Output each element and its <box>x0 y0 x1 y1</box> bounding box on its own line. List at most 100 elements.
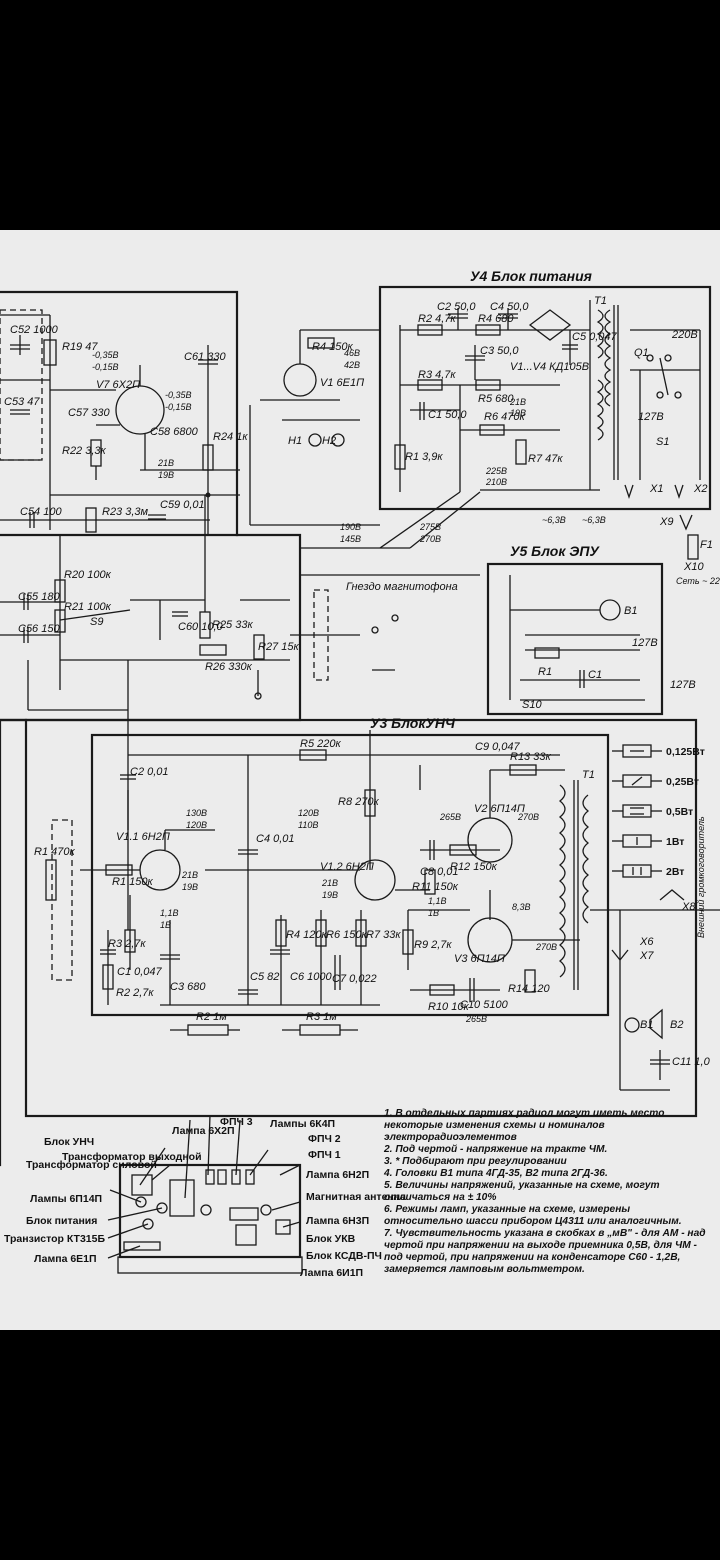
c4-ps-label: C4 50,0 <box>490 301 529 313</box>
r26-label: R26 330к <box>205 661 253 673</box>
layout-label-5: Транзистор КТ315Б <box>4 1233 105 1245</box>
v-1-u1: 1В <box>160 920 171 930</box>
v-21-u1: 21В <box>181 870 198 880</box>
notes-block: 1. В отдельных партиях радиол могут имет… <box>384 1108 706 1276</box>
r22-label: R22 3,3к <box>62 445 107 457</box>
x6-label: X6 <box>639 936 654 948</box>
r3r-label: R3 1м <box>306 1011 337 1023</box>
v220-label: 220В <box>671 329 698 341</box>
r6-ps-label: R6 470к <box>484 411 525 423</box>
v-275: 275В <box>419 522 441 532</box>
chassis-layout <box>107 1114 303 1274</box>
v-1-u3: 1В <box>428 908 439 918</box>
tuning-indicator <box>249 329 380 526</box>
mains-label: Сеть ~ 220В или 127В <box>676 576 720 586</box>
layout-label-12: Лампа 6Н2П <box>306 1169 369 1181</box>
power-supply <box>394 300 701 500</box>
v-83: 8,3В <box>512 902 531 912</box>
r4-ind-label: R4 150к <box>312 341 353 353</box>
v-63-a: ~6,3В <box>542 515 566 525</box>
v-270-a: 270В <box>517 812 539 822</box>
layout-label-13: Магнитная антенна <box>306 1191 406 1203</box>
v-19-a: 19В <box>158 470 174 480</box>
switch-section <box>0 495 290 930</box>
note-6: 6. Режимы ламп, указанные на схеме, изме… <box>384 1204 682 1227</box>
c5-unch-label: C5 82 <box>250 971 279 983</box>
note-2: 2. Под чертой - напряжение на тракте ЧМ. <box>384 1144 608 1155</box>
h1-label: Н1 <box>288 435 302 447</box>
legend-2: 0,25Вт <box>666 776 699 788</box>
v11-label: V1.1 6Н2П <box>116 831 170 843</box>
c53-label: C53 47 <box>4 396 40 408</box>
layout-label-1: Блок УНЧ <box>44 1136 94 1148</box>
layout-label-14: Лампа 6Н3П <box>306 1215 369 1227</box>
c2-ps-label: C2 50,0 <box>437 301 476 313</box>
r5-ps-label: R5 680 <box>478 393 514 405</box>
c59-label: C59 0,01 <box>160 499 205 511</box>
x7-label: X7 <box>639 950 654 962</box>
layout-label-16: Блок КСДВ-ПЧ <box>306 1250 382 1262</box>
layout-label-11: ФПЧ 1 <box>308 1149 341 1161</box>
v-015-b: -0,15В <box>165 402 192 412</box>
r1b-unch-label: R1 150к <box>112 876 153 888</box>
v-21-ps: 21В <box>509 397 526 407</box>
r2-unch-label: R2 2,7к <box>116 987 154 999</box>
r2-ps-label: R2 4,7к <box>418 313 456 325</box>
s1-label: S1 <box>656 436 669 448</box>
mag-title-1: Гнездо магнитофона <box>346 581 458 593</box>
x1-ps-label: X1 <box>649 483 663 495</box>
layout-label-17: Лампа 6И1П <box>300 1267 363 1279</box>
x2-ps-label: X2 <box>693 483 707 495</box>
r1a-unch-label: R1 470к <box>34 846 75 858</box>
r3-ps-label: R3 4,7к <box>418 369 456 381</box>
v-270: 270В <box>419 534 441 544</box>
amplifier <box>45 730 720 1091</box>
v-265-a: 265В <box>439 812 461 822</box>
c3-ps-label: C3 50,0 <box>480 345 519 357</box>
r1-epu-label: R1 <box>538 666 552 678</box>
c10-unch-label: C10 5100 <box>460 999 509 1011</box>
c8-unch-label: C8 0,01 <box>420 866 459 878</box>
v2-unch-label: V2 6П14П <box>474 803 525 815</box>
v-130: 130В <box>186 808 207 818</box>
power-rails <box>300 491 481 576</box>
c1-unch-label: C1 0,047 <box>117 966 163 978</box>
r7-ps-label: R7 47к <box>528 453 563 465</box>
v-21-u2: 21В <box>321 878 338 888</box>
v3-unch-label: V3 6П14П <box>454 953 505 965</box>
resistor-legend <box>612 744 662 878</box>
v1-ind-label: V1 6Е1П <box>320 377 364 389</box>
x8-label: X8 <box>681 901 696 913</box>
r4-ps-label: R4 680 <box>478 313 514 325</box>
r6-unch-label: R6 150к <box>326 929 367 941</box>
r8-unch-label: R8 270к <box>338 796 379 808</box>
v-210: 210В <box>485 477 507 487</box>
r4-unch-label: R4 120к <box>286 929 327 941</box>
c55-label: C55 180 <box>18 591 60 603</box>
c58-label: C58 6800 <box>150 426 199 438</box>
note-5: 5. Величины напряжений, указанные на схе… <box>384 1180 660 1203</box>
epu-block <box>509 575 645 701</box>
v-145: 145В <box>340 534 361 544</box>
schematic-svg: R19 47 C52 1000 C53 47 V7 6Х2П C57 330 R… <box>0 268 720 1279</box>
v127c-label: 127В <box>670 679 696 691</box>
legend-1: 0,125Вт <box>666 746 705 758</box>
layout-label-8: ФПЧ 3 <box>220 1116 253 1128</box>
x9-label: X9 <box>659 516 673 528</box>
s9-label: S9 <box>90 616 103 628</box>
ext-speaker-label: Внешний громкоговоритель <box>696 816 706 938</box>
c1-epu-label: C1 <box>588 669 602 681</box>
v-110: 110В <box>298 820 318 830</box>
layout-label-3: Лампы 6П14П <box>30 1193 102 1205</box>
r5-unch-label: R5 220к <box>300 738 341 750</box>
r24-label: R24 1к <box>213 431 248 443</box>
unch-title: У3 БлокУНЧ <box>370 715 456 731</box>
v-190: 190В <box>340 522 361 532</box>
r9-unch-label: R9 2,7к <box>414 939 452 951</box>
c5-ps-label: C5 0,047 <box>572 331 618 343</box>
r19-label: R19 47 <box>62 341 98 353</box>
layout-label-4: Блок питания <box>26 1215 97 1227</box>
c56-label: C56 150 <box>18 623 60 635</box>
r11-unch-label: R11 150к <box>412 881 459 893</box>
c4-unch-label: C4 0,01 <box>256 833 295 845</box>
